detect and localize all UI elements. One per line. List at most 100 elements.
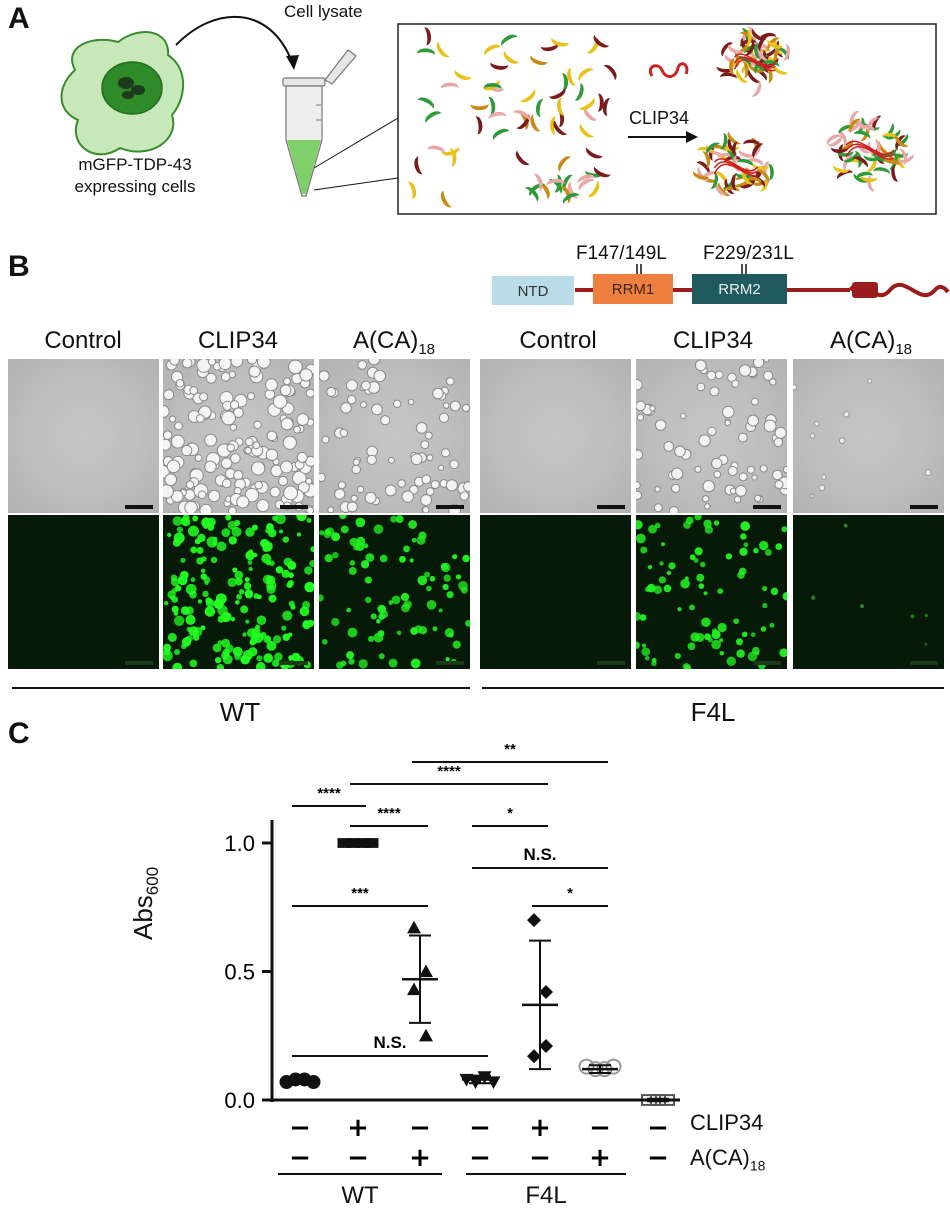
droplet [350,494,358,502]
droplet [739,547,748,556]
droplet [221,478,232,489]
protein-glyph [417,97,435,109]
droplet [306,517,312,523]
droplet [772,469,783,481]
condition-sign: − [469,1113,491,1143]
col-header-3-text: Control [519,327,597,354]
condition-sign: + [589,1143,611,1173]
droplet [180,557,186,563]
droplet [658,576,666,584]
droplet [465,620,470,627]
droplet [356,485,365,493]
gfp-wt-clip34 [163,515,314,669]
droplet [251,524,259,531]
protein-glyph [407,181,417,200]
droplet [334,488,346,500]
droplet [265,448,279,462]
protein-glyph [416,48,436,55]
panel-a-letter: A [8,2,30,35]
condensate-protein [739,178,756,189]
droplet [721,405,735,419]
droplet [305,477,313,485]
protein-glyph [551,38,569,47]
droplet [194,454,203,462]
protein-glyph [533,173,543,192]
droplet [365,596,372,604]
droplet [821,474,827,480]
protein-glyph [577,174,596,184]
droplet [460,586,468,594]
cell-lysate-label: Cell lysate [284,2,363,21]
protein-glyph [578,97,595,111]
protein-glyph [593,166,611,178]
droplet [230,453,241,464]
droplet [689,604,695,611]
protein-glyph [536,99,544,118]
droplet [750,632,756,637]
droplet [670,467,684,480]
droplet [446,591,454,599]
protein-glyph [530,55,548,66]
droplet [388,456,395,464]
droplet [244,577,250,583]
droplet [636,533,646,544]
data-group-1 [337,838,379,848]
condensate-protein [748,63,765,73]
droplet [174,585,182,592]
droplet [462,554,470,563]
droplet [444,627,455,638]
droplet [170,434,185,449]
droplet [455,574,462,580]
condition-sign: − [289,1143,311,1173]
droplet [287,561,297,570]
droplet [265,378,278,392]
protein-glyph [597,93,604,112]
droplet [924,614,928,618]
condensate-protein [863,155,881,162]
condensate-protein [747,26,757,43]
droplet [280,417,294,431]
domain-ntd-label: NTD [517,283,549,300]
condensate-protein [759,175,769,192]
droplet [306,506,314,513]
droplet [696,573,705,582]
data-group-5 [578,1058,622,1078]
condensate-protein [756,169,770,184]
droplet [163,438,172,451]
droplet [163,484,174,499]
droplet [196,546,204,554]
droplet [163,648,171,656]
condensate-protein [843,155,853,171]
droplet [442,583,449,591]
protein-glyph [492,128,510,140]
condensate-protein [727,131,741,145]
domain-rrm2-label: RRM2 [718,281,761,298]
protein-glyph [503,51,520,64]
bf-f4l-clip34 [636,359,787,513]
significance-label: **** [317,785,341,802]
droplet [186,635,193,642]
droplet [424,431,433,440]
bf-f4l-aca18 [793,359,944,513]
droplet [711,629,721,640]
droplet [274,515,286,525]
droplet [288,572,294,579]
droplet [296,413,310,426]
droplet [743,542,749,548]
droplet [685,516,694,525]
condensate-protein [827,135,843,147]
bf-wt-aca18 [319,359,470,513]
droplet [636,520,643,530]
droplet [636,611,641,622]
droplet [440,562,449,571]
condensate-protein [836,151,854,157]
protein-glyph [530,114,541,132]
significance-label: **** [377,805,401,822]
droplet [376,618,381,624]
droplet [189,659,198,668]
droplet [302,620,311,630]
droplet [321,638,328,645]
protein-glyph [578,68,594,82]
condensate-protein [727,137,737,154]
droplet [214,656,222,664]
